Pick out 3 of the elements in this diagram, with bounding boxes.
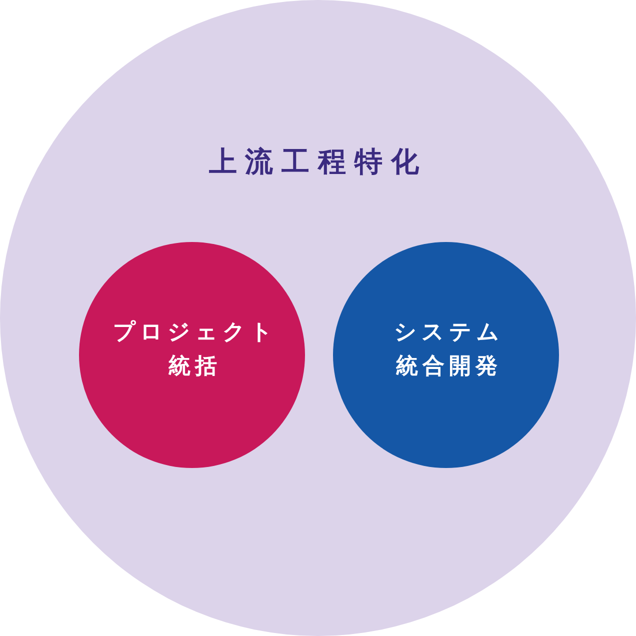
circle-label: システム統合開発 <box>394 319 504 382</box>
circle-label: プロジェクト統括 <box>112 319 278 382</box>
title-text: 上流工程特化 <box>208 144 428 180</box>
